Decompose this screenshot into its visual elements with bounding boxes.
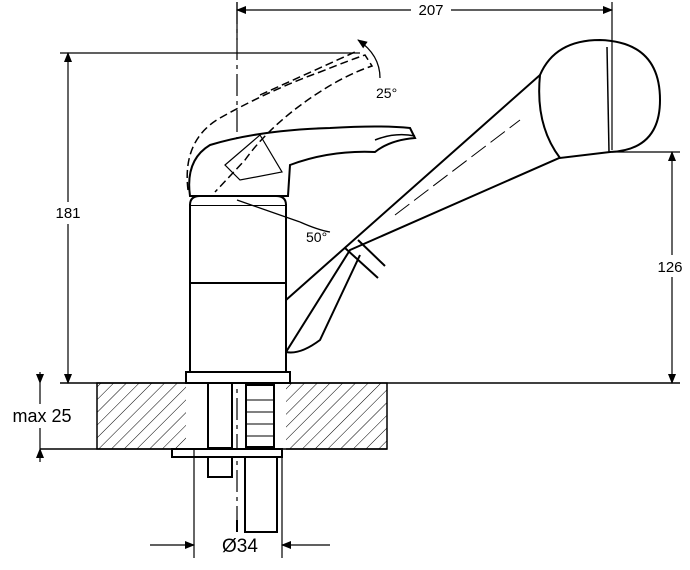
mounting-hardware	[171, 382, 283, 533]
spout-height-label: 126	[657, 259, 682, 276]
lever-lift-angle-label: 25°	[376, 85, 397, 101]
reach-dimension-label: 207	[418, 2, 443, 19]
max-thickness-label: max 25	[12, 406, 71, 426]
faucet-body	[185, 195, 291, 384]
pullout-spout	[285, 38, 662, 356]
hole-diameter-label: Ø34	[222, 536, 258, 557]
lever-rotation-angle-label: 50°	[306, 229, 327, 245]
hole-diameter-dimension	[150, 449, 330, 558]
countertop-section	[40, 382, 680, 451]
lever-handle-lifted-outline	[186, 51, 374, 193]
angle-arcs	[236, 39, 381, 233]
lever-handle	[188, 125, 417, 197]
height-dimension-label: 181	[55, 205, 80, 222]
